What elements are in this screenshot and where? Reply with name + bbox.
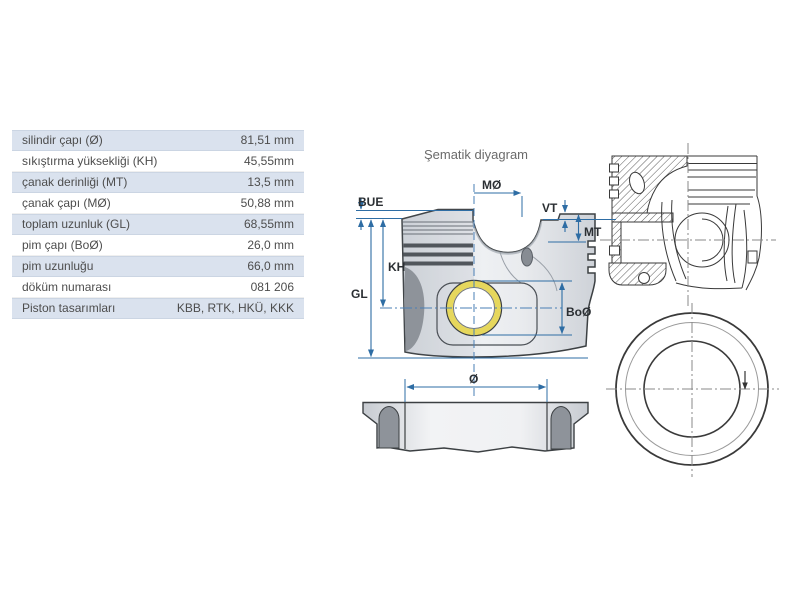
dim-label-bue: BUE (358, 195, 383, 209)
spec-value: 50,88 mm (240, 196, 294, 210)
spec-value: 13,5 mm (247, 175, 294, 189)
side-section-view (600, 143, 776, 308)
dimensions: BUE MØ VT MT KH GL BoØ Ø (351, 178, 616, 402)
table-row: çanak derinliği (MT) 13,5 mm (12, 172, 304, 193)
valve-pocket (521, 247, 533, 267)
dim-label-cylinder-diameter: Ø (469, 372, 478, 386)
table-row: döküm numarası 081 206 (12, 277, 304, 298)
table-row: pim çapı (BoØ) 26,0 mm (12, 235, 304, 256)
liner-slab (362, 401, 589, 453)
spec-label: silindir çapı (Ø) (22, 133, 103, 147)
table-row: Piston tasarımları KBB, RTK, HKÜ, KKK (12, 298, 304, 319)
spec-value: 26,0 mm (247, 238, 294, 252)
spec-label: çanak derinliği (MT) (22, 175, 128, 189)
spec-value: KBB, RTK, HKÜ, KKK (176, 301, 294, 315)
spec-value: 68,55mm (243, 217, 294, 231)
spec-label: Piston tasarımları (22, 301, 116, 315)
diagram-title: Şematik diyagram (423, 147, 529, 162)
bottom-section-view (362, 401, 589, 453)
dim-label-bowl-depth: MT (584, 225, 602, 239)
spec-label: pim çapı (BoØ) (22, 238, 103, 252)
skirt-arch-right (550, 405, 572, 450)
skirt-shadow (404, 267, 425, 351)
main-cross-section-view (401, 208, 596, 358)
dim-label-pin-diameter: BoØ (566, 305, 591, 319)
spec-table: silindir çapı (Ø) 81,51 mm sıkıştırma yü… (12, 130, 304, 319)
spec-value: 45,55mm (243, 154, 294, 168)
spec-value: 081 206 (250, 280, 294, 294)
table-row: sıkıştırma yüksekliği (KH) 45,55mm (12, 151, 304, 172)
spec-value: 81,51 mm (240, 133, 294, 147)
spec-label: pim uzunluğu (22, 259, 94, 273)
table-row: çanak çapı (MØ) 50,88 mm (12, 193, 304, 214)
spec-label: sıkıştırma yüksekliği (KH) (22, 154, 158, 168)
dim-label-compression-height: KH (388, 260, 405, 274)
spec-value: 66,0 mm (247, 259, 294, 273)
skirt-arch-left (378, 405, 400, 449)
top-view (606, 303, 779, 477)
dim-label-total-length: GL (351, 287, 368, 301)
spec-label: çanak çapı (MØ) (22, 196, 111, 210)
dim-label-vt: VT (542, 201, 558, 215)
dim-label-bowl-diameter: MØ (482, 178, 501, 192)
table-row: pim uzunluğu 66,0 mm (12, 256, 304, 277)
table-row: toplam uzunluk (GL) 68,55mm (12, 214, 304, 235)
table-row: silindir çapı (Ø) 81,51 mm (12, 130, 304, 151)
spec-label: toplam uzunluk (GL) (22, 217, 131, 231)
spec-label: döküm numarası (22, 280, 112, 294)
ring-grooves (403, 221, 473, 235)
